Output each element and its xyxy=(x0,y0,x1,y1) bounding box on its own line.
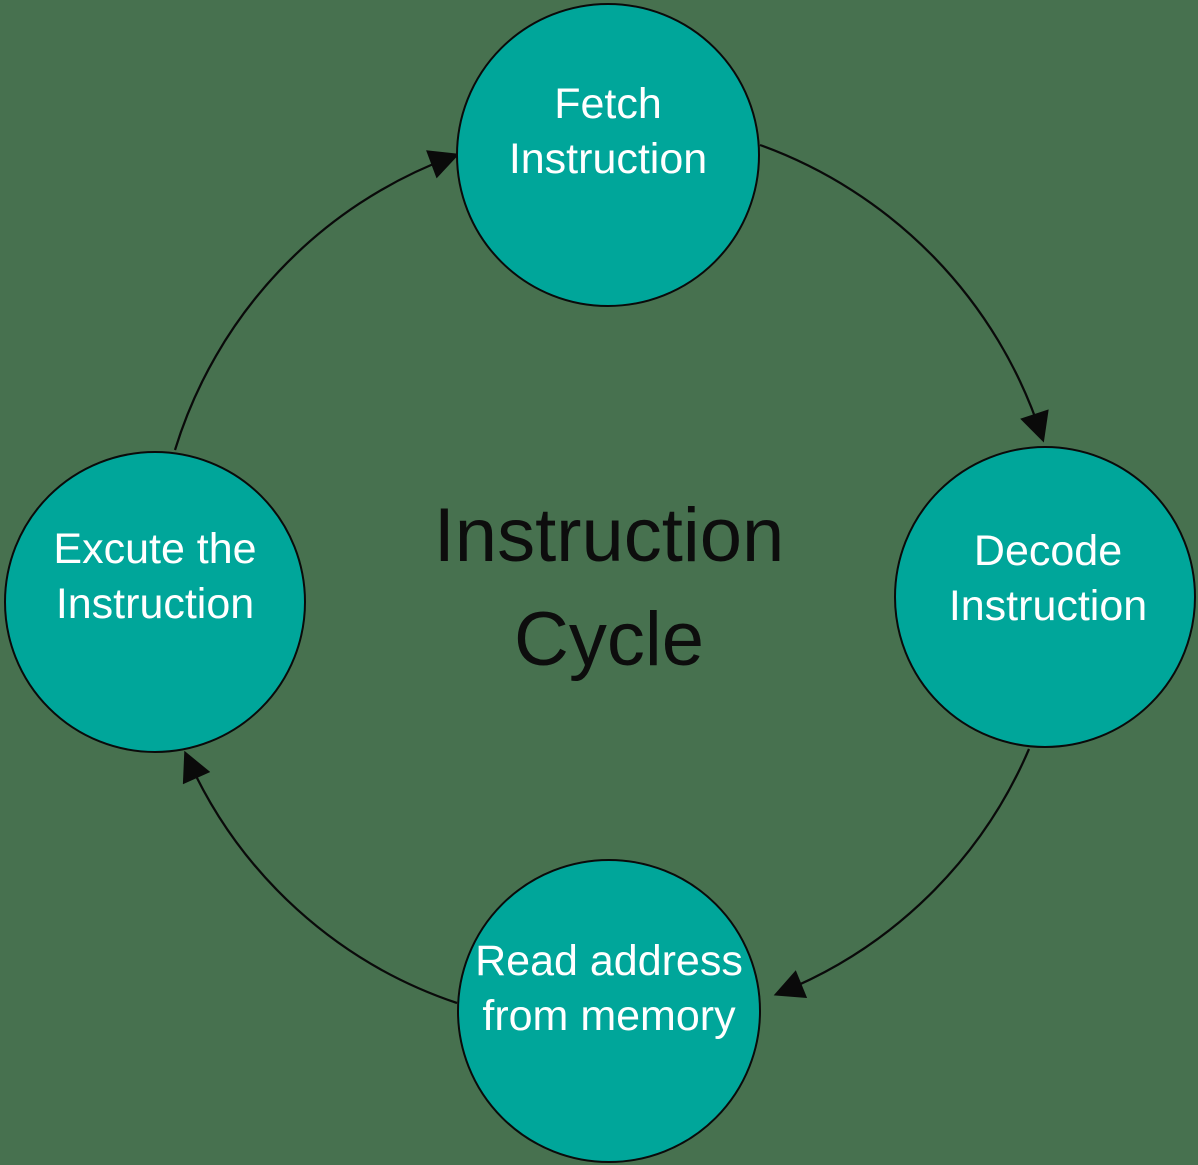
node-read-label-line2: from memory xyxy=(482,992,736,1040)
node-read-label-line1: Read address xyxy=(475,937,743,985)
node-fetch-label-line2: Instruction xyxy=(508,135,708,183)
node-decode-label-line1: Decode xyxy=(973,527,1123,575)
node-execute-label-line2: Instruction xyxy=(55,580,255,628)
node-read-label: Read address from memory xyxy=(439,934,779,1044)
node-decode-label-line2: Instruction xyxy=(948,582,1148,630)
node-execute-circle xyxy=(4,451,306,753)
node-fetch-label-line1: Fetch xyxy=(554,80,662,128)
arrow-read-to-execute xyxy=(182,750,458,1005)
node-read-circle xyxy=(457,859,761,1163)
arrow-decode-to-read xyxy=(773,748,1031,998)
node-execute-label: Excute the Instruction xyxy=(0,522,325,632)
arrow-fetch-to-decode xyxy=(759,143,1049,443)
arrow-execute-to-fetch xyxy=(173,150,460,451)
node-decode-label: Decode Instruction xyxy=(878,524,1198,634)
node-decode-circle xyxy=(894,446,1196,748)
diagram-title-line1: Instruction xyxy=(433,493,785,578)
node-execute-label-line1: Excute the xyxy=(53,525,257,573)
diagram-title: Instruction Cycle xyxy=(349,484,869,692)
diagram-title-line2: Cycle xyxy=(513,597,705,682)
node-fetch-label: Fetch Instruction xyxy=(438,77,778,187)
node-fetch-circle xyxy=(456,3,760,307)
